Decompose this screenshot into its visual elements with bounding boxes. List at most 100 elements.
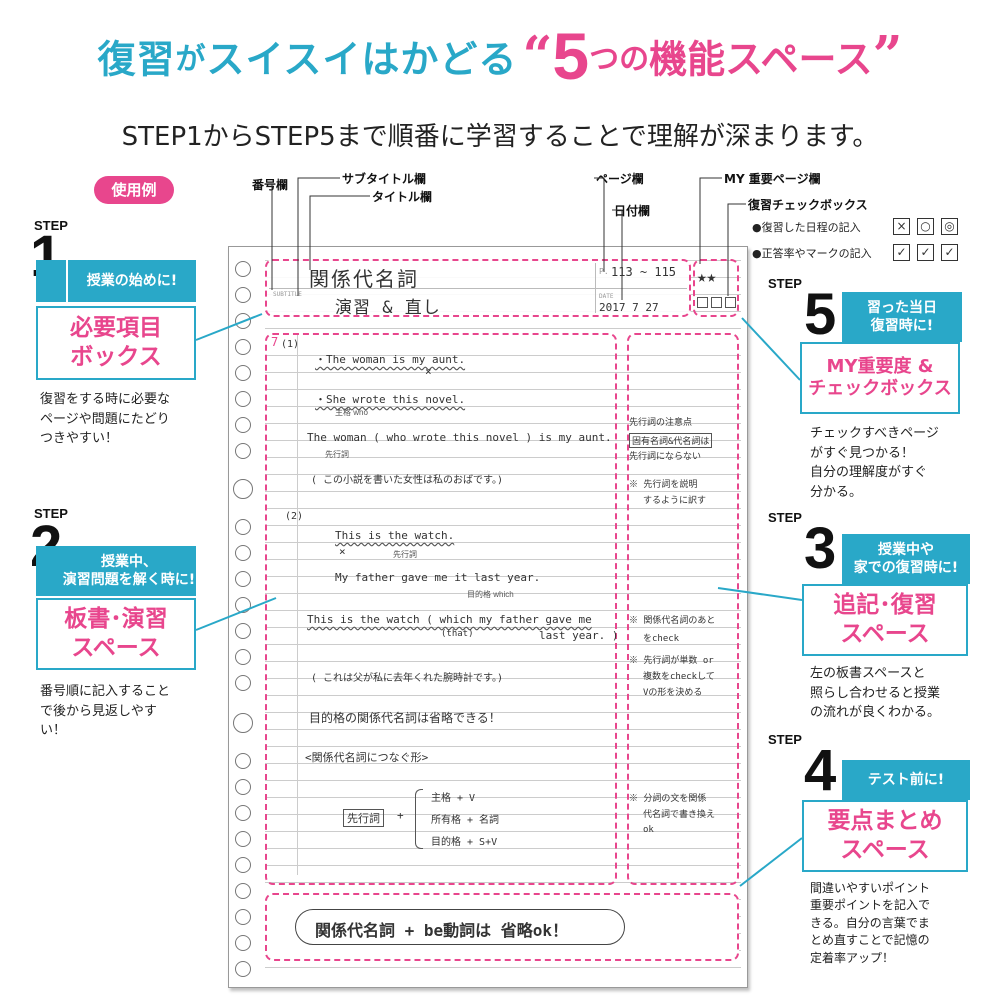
- review-checkbox-2[interactable]: [711, 297, 722, 308]
- step-1-desc-line: 復習をする時に必要な: [40, 392, 171, 407]
- step-2-description: 番号順に記入すること で後から見返しやす い！: [40, 682, 210, 741]
- binder-ring: [235, 443, 251, 459]
- step-4-title-line-2: スペース: [840, 837, 930, 863]
- step-2-desc-line: 番号順に記入すること: [40, 684, 171, 699]
- headline-tsuno: つの: [589, 42, 650, 77]
- note-7: をcheck: [643, 634, 680, 644]
- form-objective: 目的格 + S+V: [431, 837, 498, 848]
- step-5-desc-line: チェックすべきページ: [810, 426, 939, 441]
- connector-step-3: [717, 587, 803, 601]
- step-5-title-line-1: MY重要度 &: [826, 355, 934, 377]
- binder-ring: [235, 391, 251, 407]
- step-3-number: 3: [804, 516, 837, 581]
- legend-symbol-double-circle: ◎: [941, 218, 958, 235]
- legend-symbol-check-3: ✓: [941, 244, 958, 261]
- headline-function-space: 機能スペース: [649, 37, 873, 82]
- binder-ring: [235, 545, 251, 561]
- binder-ring: [235, 675, 251, 691]
- step-3-title-line-2: スペース: [840, 621, 930, 647]
- step-3-timing-line-1: 授業中や: [878, 541, 934, 558]
- note-5: するように訳す: [643, 496, 707, 506]
- step-5-timing-line-1: 習った当日: [867, 299, 937, 316]
- example-badge: 使用例: [94, 176, 174, 204]
- binder-ring: [235, 623, 251, 639]
- label-subtitle-field: サブタイトル欄: [342, 172, 427, 186]
- step-5-label: STEP: [768, 276, 802, 291]
- note-13: ok: [643, 825, 654, 835]
- binder-ring: [235, 935, 251, 951]
- line-8: ( これは父が私に去年くれた腕時計です。): [311, 673, 504, 684]
- headline-review: 復習: [97, 37, 176, 82]
- binder-ring: [235, 339, 251, 355]
- step-2-label: STEP: [34, 506, 68, 521]
- leader-review-checkbox: [727, 203, 746, 296]
- binder-ring: [233, 713, 253, 733]
- note-6: ※ 関係代名詞のあと: [629, 616, 716, 626]
- line-1: ・The woman is my aunt.: [315, 353, 466, 366]
- legend-symbol-cross: ×: [893, 218, 910, 235]
- step-2-title: 板書･演習 スペース: [36, 598, 196, 670]
- date-tag: DATE: [599, 293, 614, 300]
- step-2-desc-line: で後から見返しやす: [40, 703, 157, 719]
- binder-ring: [235, 883, 251, 899]
- line-1-cross: ×: [425, 365, 432, 378]
- binder-ring: [235, 961, 251, 977]
- line-2: ・She wrote this novel.: [315, 393, 466, 406]
- line-6: My father gave me it last year.: [335, 571, 541, 584]
- label-date-field: 日付欄: [614, 204, 651, 218]
- binder-ring: [233, 479, 253, 499]
- binder-ring: [235, 753, 251, 769]
- review-checkbox-3[interactable]: [725, 297, 736, 308]
- connector-step-4: [739, 837, 803, 887]
- step-4-title: 要点まとめ スペース: [802, 800, 968, 872]
- step-3-label: STEP: [768, 510, 802, 525]
- line-4: ( この小説を書いた女性は私のおばです。): [311, 475, 504, 486]
- step-3-desc-line: 左の板書スペースと: [810, 666, 926, 681]
- note-10: Vの形を決める: [643, 688, 703, 698]
- label-title-field: タイトル欄: [372, 190, 433, 204]
- board-exercise-space: [265, 333, 617, 885]
- line-3: The woman ( who wrote this novel ) is my…: [307, 431, 612, 444]
- line-3-note: 先行詞: [325, 450, 349, 459]
- headline-number: 5: [552, 19, 590, 93]
- note-3: 先行詞にならない: [629, 452, 702, 462]
- step-1-timing: 授業の始めに!: [68, 260, 196, 302]
- binder-ring: [235, 909, 251, 925]
- step-1-title: 必要項目 ボックス: [36, 306, 196, 380]
- review-checkbox-1[interactable]: [697, 297, 708, 308]
- leader-date: [612, 209, 623, 300]
- step-5-desc-line: 分かる。: [810, 484, 863, 500]
- step-3-description: 左の板書スペースと 照らし合わせると授業 の流れが良くわかる。: [810, 664, 990, 723]
- connector-step-5: [741, 317, 801, 381]
- connector-step-2: [195, 597, 277, 631]
- step-5-timing-line-2: 復習時に!: [870, 318, 934, 334]
- line-7-that: (that): [441, 629, 474, 639]
- subheadline: STEP1からSTEP5まで順番に学習することで理解が深まります。: [121, 122, 879, 152]
- label-my-important-field: MY 重要ページ欄: [724, 172, 821, 186]
- ruled-paper: SUBTITLE 関係代名詞 演習 & 直し P. 113 ~ 115 DATE…: [265, 255, 741, 979]
- binder-ring: [235, 831, 251, 847]
- note-2: 固有名詞&代名詞は: [629, 433, 713, 448]
- line-2-note: 主格 who: [335, 408, 368, 417]
- step-4-desc-line: 定着率アップ！: [810, 950, 895, 965]
- step-1-title-line-2: ボックス: [70, 344, 162, 370]
- binder-ring: [235, 857, 251, 873]
- step-2-timing: 授業中、 演習問題を解く時に!: [62, 546, 196, 596]
- step-4-desc-line: 間違いやすいポイント: [810, 881, 931, 895]
- step-2-title-line-2: スペース: [71, 635, 161, 661]
- legend-correct-marks: ●正答率やマークの記入: [752, 247, 872, 260]
- summary-text: 関係代名詞 + be動詞は 省略ok！: [315, 921, 569, 940]
- leader-subtitle: [297, 177, 340, 296]
- additional-review-space: [627, 333, 739, 885]
- binder-ring: [235, 287, 251, 303]
- step-4-title-line-1: 要点まとめ: [827, 808, 943, 835]
- step-3-timing-line-2: 家での復習時に!: [853, 560, 959, 576]
- label-page-field: ページ欄: [596, 172, 644, 186]
- legend-review-dates: ●復習した日程の記入: [752, 221, 861, 234]
- note-title: 関係代名詞: [309, 267, 419, 291]
- step-3-desc-line: 照らし合わせると授業: [810, 685, 941, 701]
- step-3-title-line-1: 追記･復習: [833, 592, 937, 619]
- antecedent-plus: +: [397, 809, 404, 822]
- note-4: ※ 先行詞を説明: [629, 480, 698, 490]
